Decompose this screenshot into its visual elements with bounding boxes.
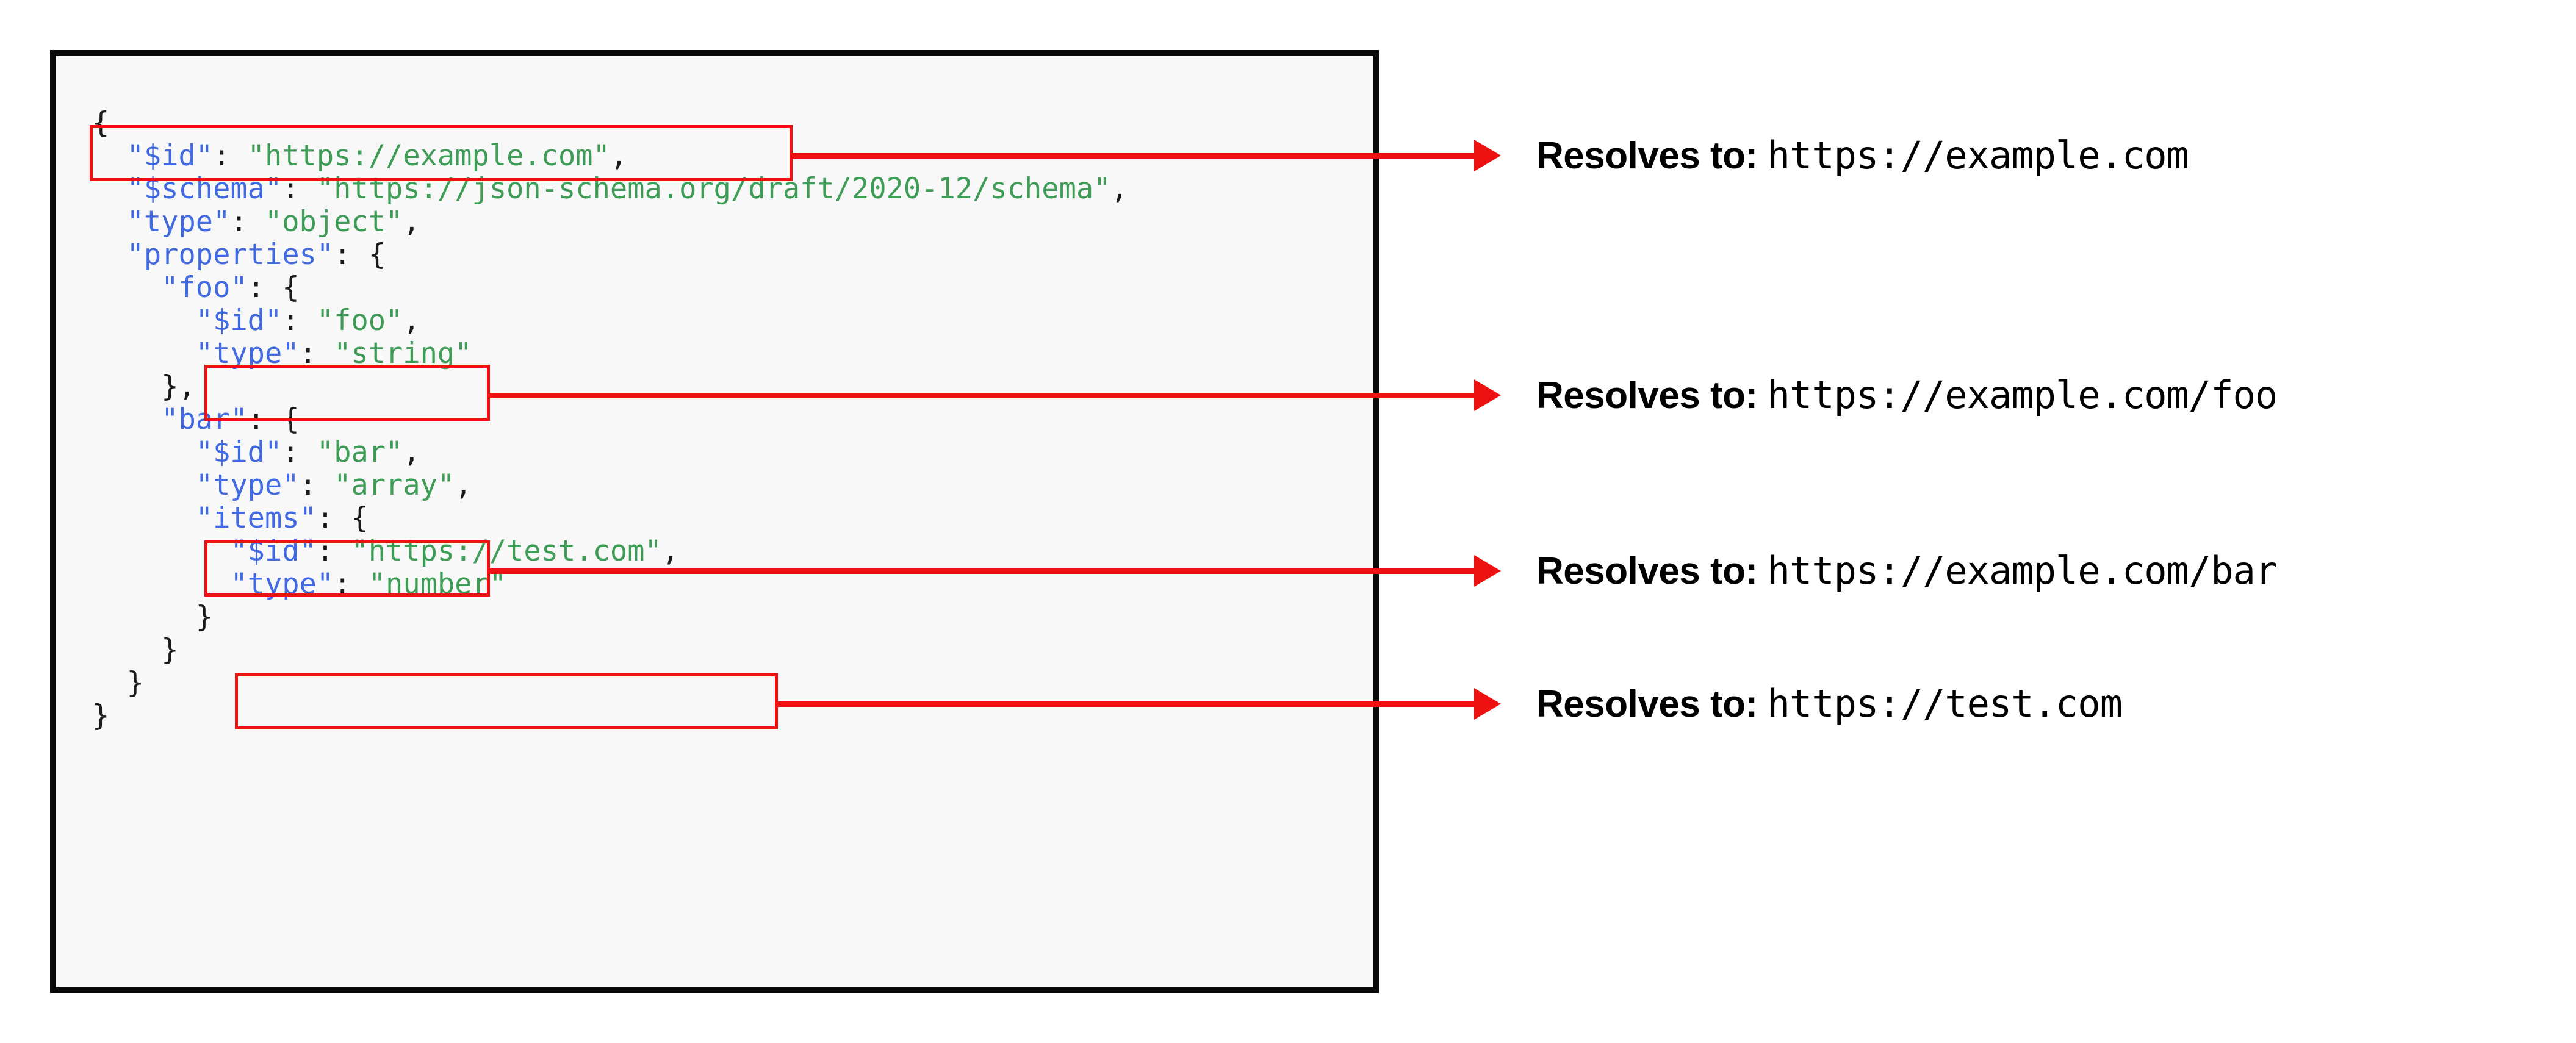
code-token: "$id": [195, 435, 282, 469]
code-line: }: [92, 667, 1128, 700]
arrow-foo-head: [1474, 379, 1501, 411]
resolves-foo: Resolves to:https://example.com/foo: [1536, 373, 2278, 417]
code-token: ,: [455, 468, 472, 502]
code-token: "$id": [126, 139, 214, 173]
code-token: :: [316, 534, 351, 568]
code-line: }: [92, 634, 1128, 667]
code-token: :: [299, 337, 334, 370]
code-token: "https://example.com": [247, 139, 610, 173]
code-token: }: [161, 633, 179, 667]
code-indent: [92, 633, 161, 667]
code-line: },: [92, 370, 1128, 403]
code-token: "string": [334, 337, 472, 370]
code-token: "properties": [126, 238, 334, 271]
code-indent: [92, 501, 196, 535]
code-token: : {: [247, 271, 300, 304]
code-line: }: [92, 601, 1128, 634]
resolved-uri: https://example.com: [1767, 133, 2189, 177]
code-line: "type": "object",: [92, 206, 1128, 238]
arrow-items-shaft: [778, 701, 1474, 707]
code-token: "type": [195, 468, 300, 502]
highlight-box-id-bar: [204, 540, 490, 597]
code-indent: [92, 468, 196, 502]
code-token: :: [282, 304, 317, 337]
code-line: "foo": {: [92, 271, 1128, 304]
resolves-label: Resolves to:: [1536, 550, 1758, 592]
code-token: ,: [610, 139, 628, 173]
code-line: "$id": "bar",: [92, 436, 1128, 469]
code-indent: [92, 435, 196, 469]
code-token: :: [299, 468, 334, 502]
code-token: }: [195, 600, 214, 634]
resolves-label: Resolves to:: [1536, 683, 1758, 725]
highlight-box-id-foo: [204, 365, 490, 421]
code-token: "https://test.com": [351, 534, 662, 568]
code-token: ,: [403, 205, 420, 238]
highlight-box-id-root: [90, 125, 793, 181]
code-indent: [92, 403, 161, 436]
code-indent: [92, 304, 196, 337]
arrow-bar-head: [1474, 555, 1501, 587]
code-indent: [92, 205, 127, 238]
arrow-bar-shaft: [490, 568, 1474, 574]
code-token: {: [92, 106, 110, 140]
resolved-uri: https://test.com: [1767, 681, 2123, 726]
json-code-panel: { "$id": "https://example.com", "$schema…: [50, 50, 1379, 993]
resolves-label: Resolves to:: [1536, 135, 1758, 177]
code-token: : {: [316, 501, 369, 535]
code-token: "object": [264, 205, 403, 238]
resolves-items: Resolves to:https://test.com: [1536, 681, 2123, 726]
arrow-foo-shaft: [490, 393, 1474, 398]
code-indent: [92, 666, 127, 700]
code-line: {: [92, 107, 1128, 140]
code-token: "type": [126, 205, 231, 238]
code-token: :: [282, 172, 317, 206]
code-token: },: [161, 370, 196, 403]
code-indent: [92, 271, 161, 304]
code-token: :: [282, 435, 317, 469]
code-line: "properties": {: [92, 238, 1128, 271]
code-token: :: [230, 205, 265, 238]
code-token: "$id": [230, 534, 317, 568]
code-token: ,: [1110, 172, 1128, 206]
code-line: "$id": "foo",: [92, 304, 1128, 337]
code-token: "items": [195, 501, 317, 535]
code-indent: [92, 600, 196, 634]
code-token: "array": [334, 468, 455, 502]
arrow-items-head: [1474, 688, 1501, 720]
resolves-root: Resolves to:https://example.com: [1536, 133, 2189, 177]
code-token: ,: [661, 534, 680, 568]
code-token: ,: [403, 435, 420, 469]
code-line: "$schema": "https://json-schema.org/draf…: [92, 173, 1128, 206]
code-token: "$id": [195, 304, 282, 337]
code-line: "$id": "https://test.com",: [92, 535, 1128, 568]
code-token: }: [92, 699, 110, 733]
resolves-bar: Resolves to:https://example.com/bar: [1536, 548, 2278, 593]
code-token: "foo": [316, 304, 403, 337]
code-token: : {: [334, 238, 386, 271]
code-indent: [92, 370, 161, 403]
code-line: "$id": "https://example.com",: [92, 140, 1128, 173]
arrow-root-shaft: [793, 153, 1474, 159]
code-token: "type": [195, 337, 300, 370]
code-token: "bar": [316, 435, 403, 469]
code-token: :: [213, 139, 248, 173]
code-token: "https://json-schema.org/draft/2020-12/s…: [316, 172, 1111, 206]
highlight-box-id-items: [235, 673, 778, 729]
code-line: "type": "string": [92, 337, 1128, 370]
code-token: "$schema": [126, 172, 282, 206]
code-line: "items": {: [92, 502, 1128, 535]
code-line: }: [92, 700, 1128, 733]
resolves-label: Resolves to:: [1536, 375, 1758, 417]
code-indent: [92, 238, 127, 271]
code-token: ,: [403, 304, 420, 337]
resolved-uri: https://example.com/foo: [1767, 373, 2278, 417]
code-indent: [92, 337, 196, 370]
code-token: }: [126, 666, 144, 700]
resolved-uri: https://example.com/bar: [1767, 548, 2278, 593]
code-token: "foo": [161, 271, 248, 304]
arrow-root-head: [1474, 140, 1501, 171]
code-line: "type": "array",: [92, 469, 1128, 502]
